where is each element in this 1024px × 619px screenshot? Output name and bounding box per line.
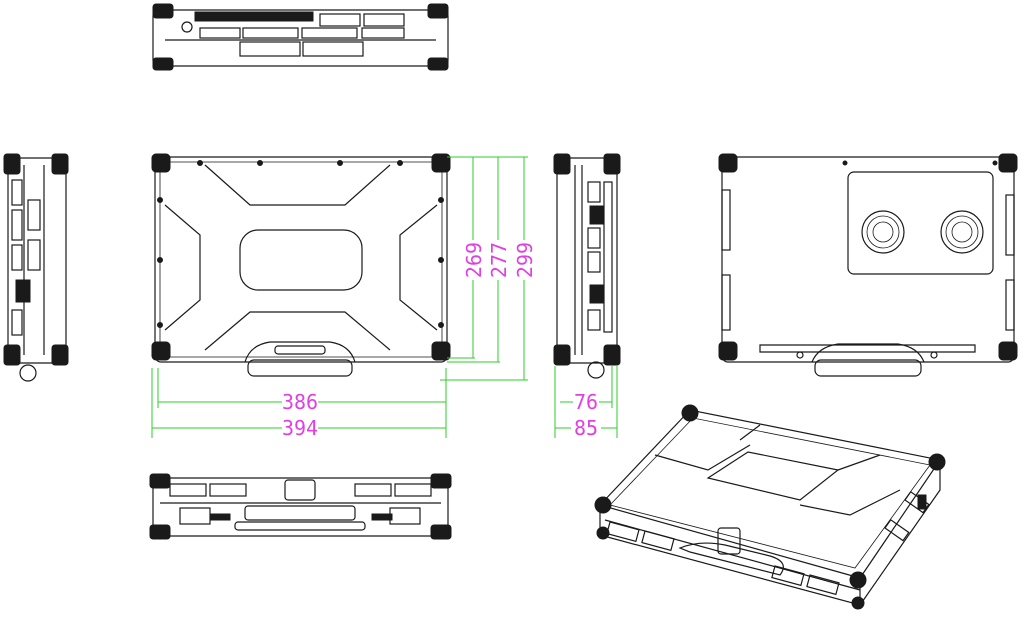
dim-label-394: 394 (282, 416, 318, 440)
front-lid-view (151, 153, 451, 377)
dim-label-277: 277 (487, 242, 511, 278)
front-dimensions: 386 394 269 277 299 (151, 156, 537, 440)
dim-label-386: 386 (282, 390, 318, 414)
right-side-view (553, 153, 621, 379)
dim-label-85: 85 (574, 416, 598, 440)
side-dimensions: 76 85 (554, 366, 618, 440)
top-edge-view (152, 3, 449, 71)
dim-label-269: 269 (462, 242, 486, 278)
left-side-view (3, 153, 69, 382)
rear-edge-view (149, 473, 452, 540)
bottom-base-view (718, 153, 1018, 377)
dim-label-76: 76 (574, 390, 598, 414)
dim-label-299: 299 (513, 242, 537, 278)
isometric-view (594, 404, 946, 610)
